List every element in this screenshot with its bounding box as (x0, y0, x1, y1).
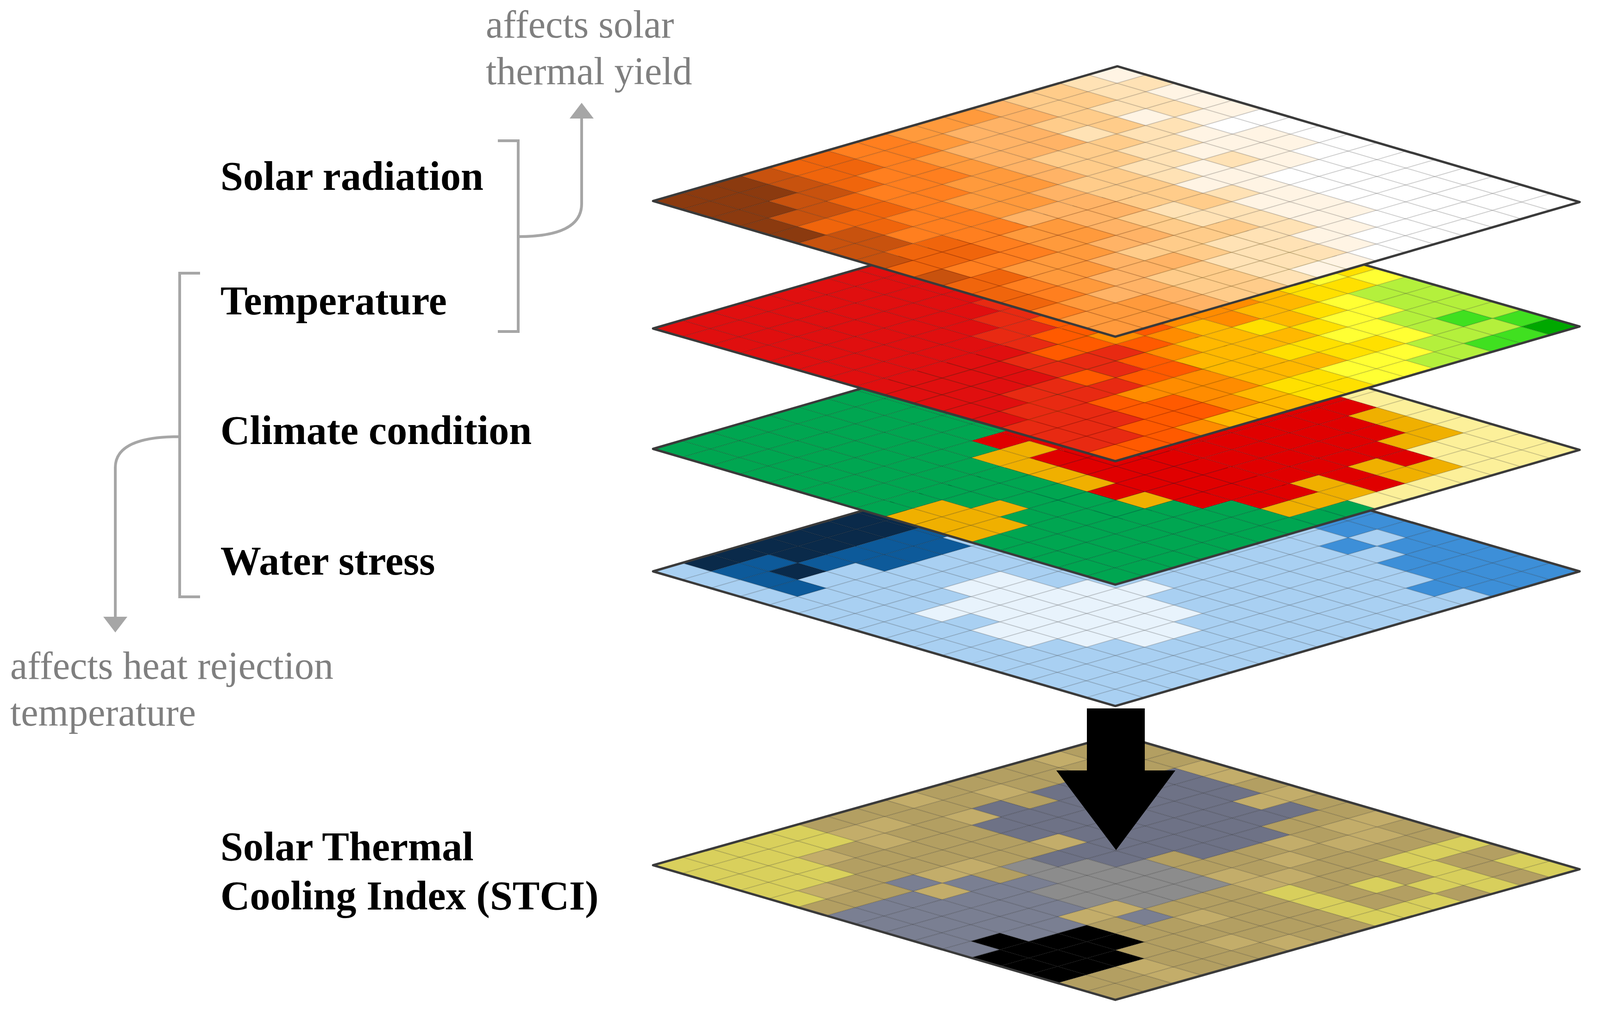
grid-cell (1521, 318, 1580, 335)
combine-arrow (1056, 708, 1176, 851)
grid-layer (652, 314, 1580, 585)
bracket-solar (497, 116, 582, 332)
annotation-text: affects heat rejection temperature (10, 642, 363, 736)
grid-layer (652, 436, 1580, 707)
grid-layer (652, 66, 1580, 337)
grid-cell (1521, 563, 1580, 580)
grid-cell (1521, 193, 1580, 211)
grid-cell (1521, 441, 1580, 459)
map-layers (652, 66, 1580, 1000)
layer-label: Temperature (220, 276, 638, 326)
grid-layer (652, 194, 1580, 462)
layer-outline (652, 314, 1580, 585)
annotation-text: affects solar thermal yield (485, 0, 746, 95)
arrowhead (569, 102, 594, 119)
bracket-heat (115, 273, 201, 619)
layer-label: Solar Thermal Cooling Index (STCI) (220, 822, 612, 921)
layer-label: Solar radiation (220, 151, 638, 201)
layer-outline (652, 66, 1580, 337)
layer-label: Water stress (220, 536, 638, 586)
arrowhead (103, 616, 128, 633)
layer-outline (652, 194, 1580, 462)
grid-cell (1521, 860, 1580, 878)
layer-label: Climate condition (220, 406, 684, 456)
layer-outline (652, 436, 1580, 707)
